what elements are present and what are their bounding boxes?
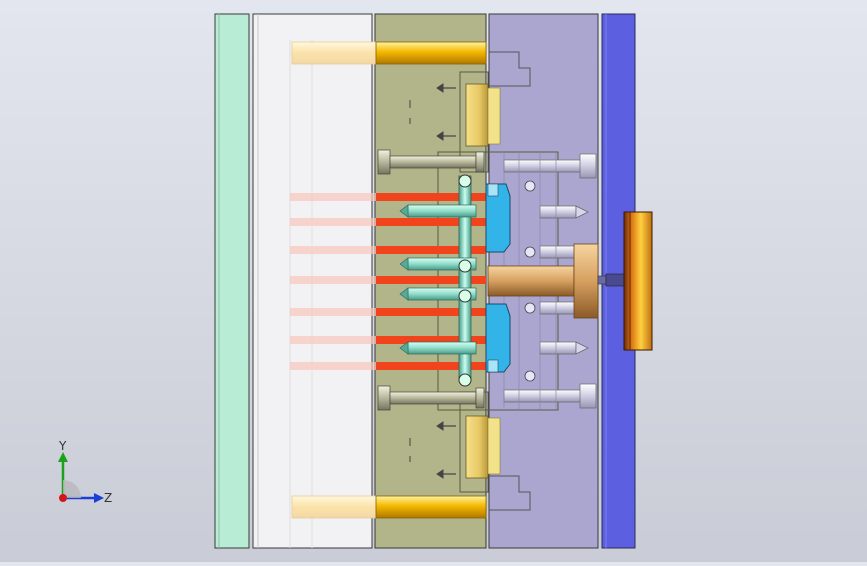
guide-pin-top[interactable] bbox=[291, 41, 487, 65]
sprue-bushing[interactable] bbox=[487, 243, 625, 319]
axis-triad: Y Z bbox=[48, 438, 118, 510]
locating-ring[interactable] bbox=[623, 211, 653, 351]
slider-bottom[interactable] bbox=[485, 303, 511, 373]
slider-top[interactable] bbox=[485, 183, 511, 253]
guide-pin-bottom[interactable] bbox=[291, 495, 487, 519]
return-pin-top[interactable] bbox=[377, 149, 485, 175]
slider-block-top[interactable] bbox=[465, 83, 501, 147]
slider-block-bottom[interactable] bbox=[465, 415, 501, 479]
core-screws bbox=[524, 180, 536, 382]
clamp-plate[interactable] bbox=[214, 13, 250, 549]
x-axis-dot bbox=[59, 494, 67, 502]
return-pin-bottom[interactable] bbox=[377, 385, 485, 411]
runner-system[interactable] bbox=[399, 174, 477, 387]
y-axis-label: Y bbox=[58, 439, 67, 453]
cavity-screws bbox=[409, 83, 456, 479]
cooling-channels bbox=[290, 193, 486, 370]
z-axis-label: Z bbox=[104, 491, 112, 505]
